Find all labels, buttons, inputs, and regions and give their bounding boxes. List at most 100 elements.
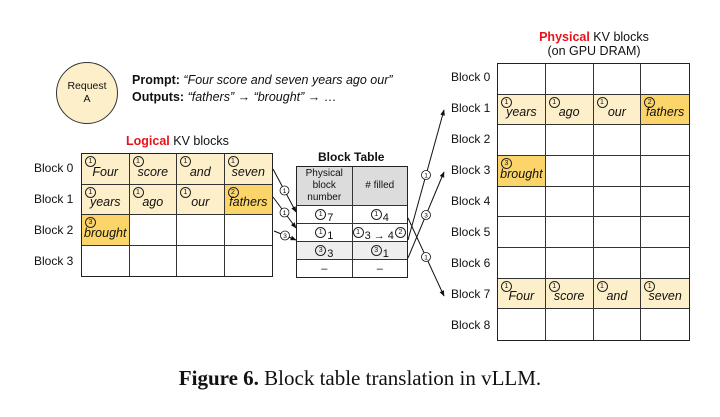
physical-row-label: Block 5 — [451, 224, 491, 239]
physical-slot — [593, 125, 642, 156]
output-arrow-1: → — [234, 90, 254, 104]
step-badge-icon: 1 — [85, 156, 96, 167]
physical-row-label: Block 0 — [451, 70, 491, 85]
physical-slot — [498, 186, 546, 218]
token-text: fathers — [229, 195, 268, 209]
step-badge-icon: 3 — [85, 217, 96, 228]
step-badge-label: 3 — [283, 233, 287, 240]
physical-slot — [498, 309, 546, 340]
step-badge-icon: 1 — [596, 96, 608, 108]
token-text: years — [89, 195, 121, 209]
physical-slot — [498, 217, 546, 248]
step-badge-icon: 1 — [644, 280, 656, 292]
physical-block-number-cell: – — [297, 260, 353, 277]
token-text: score — [553, 289, 585, 304]
step-badge-icon — [279, 207, 290, 218]
physical-slot — [545, 186, 594, 218]
physical-row-label: Block 3 — [451, 163, 491, 178]
step-badge-label: 1 — [283, 188, 287, 195]
filled-count: 3 → 4 — [364, 229, 394, 242]
physical-slot — [593, 64, 642, 95]
physical-slot — [545, 155, 594, 187]
physical-row-label: Block 1 — [451, 101, 491, 116]
step-badge-icon: 1 — [132, 156, 144, 167]
physical-block-number: 3 — [327, 247, 334, 260]
step-badge-icon: 1 — [501, 280, 512, 292]
logical-slot — [129, 245, 177, 276]
prompt-label: Prompt: — [132, 73, 180, 87]
physical-slot — [641, 155, 689, 187]
step-badge-icon: 1 — [596, 280, 608, 292]
step-badge-icon: 1 — [352, 227, 364, 238]
physical-row-label: Block 7 — [451, 286, 491, 301]
step-badge-icon: 1 — [315, 209, 327, 220]
filled-count-cell: – — [353, 260, 408, 277]
logical-row-label: Block 3 — [34, 253, 74, 268]
request-label: Request — [67, 80, 107, 92]
step-badge-icon — [421, 210, 431, 220]
token-text: and — [189, 164, 211, 179]
header-physical-block-number: Physical block number — [297, 167, 353, 205]
physical-row-label: Block 4 — [451, 194, 491, 209]
step-badge-label: 1 — [424, 172, 428, 179]
token-text: seven — [648, 289, 682, 304]
token-text: our — [191, 195, 210, 209]
logical-slot — [224, 245, 272, 276]
physical-title-rest: KV blocks — [589, 30, 649, 44]
output-token-1: “fathers” — [187, 90, 235, 104]
step-badge-icon: 3 — [370, 245, 382, 256]
step-badge-icon: 3 — [501, 157, 512, 169]
physical-slot — [498, 247, 546, 279]
outputs-line: Outputs: “fathers” → “brought” → … — [132, 90, 336, 104]
physical-block-number: 7 — [327, 211, 334, 224]
step-badge-icon: 3 — [315, 245, 327, 256]
step-badge-icon: 1 — [548, 280, 560, 292]
token-text: brought — [500, 166, 543, 181]
figure-caption: Figure 6. Block table translation in vLL… — [0, 366, 720, 391]
step-badge-icon: 1 — [501, 96, 512, 108]
physical-slot — [641, 247, 689, 279]
step-badge-icon: 1 — [132, 186, 144, 198]
physical-slot — [545, 247, 594, 279]
logical-slot — [82, 245, 130, 276]
physical-slot — [498, 64, 546, 95]
step-badge-icon — [421, 252, 431, 262]
step-badge-icon: 1 — [315, 227, 327, 238]
physical-slot — [593, 309, 642, 340]
step-badge-icon: 2 — [644, 96, 656, 108]
logical-row-label: Block 0 — [34, 160, 74, 175]
physical-slot — [641, 125, 689, 156]
physical-slot — [545, 309, 594, 340]
prompt-text: “Four score and seven years ago our” — [183, 73, 393, 87]
token-text: ago — [558, 105, 580, 120]
caption-label: Figure 6. — [178, 366, 259, 390]
physical-subtitle: (on GPU DRAM) — [547, 44, 641, 58]
physical-slot — [641, 217, 689, 248]
physical-slot — [641, 186, 689, 218]
outputs-label: Outputs: — [132, 90, 185, 104]
prompt-line: Prompt: “Four score and seven years ago … — [132, 73, 393, 87]
physical-slot — [641, 64, 689, 95]
physical-block-number: – — [321, 262, 328, 275]
step-badge-label: 1 — [424, 254, 428, 261]
token-text: brought — [84, 225, 127, 240]
step-badge-icon — [280, 230, 290, 241]
step-badge-icon: 2 — [227, 186, 239, 198]
physical-row-label: Block 8 — [451, 317, 491, 332]
token-text: fathers — [646, 105, 685, 120]
physical-slot — [545, 64, 594, 95]
